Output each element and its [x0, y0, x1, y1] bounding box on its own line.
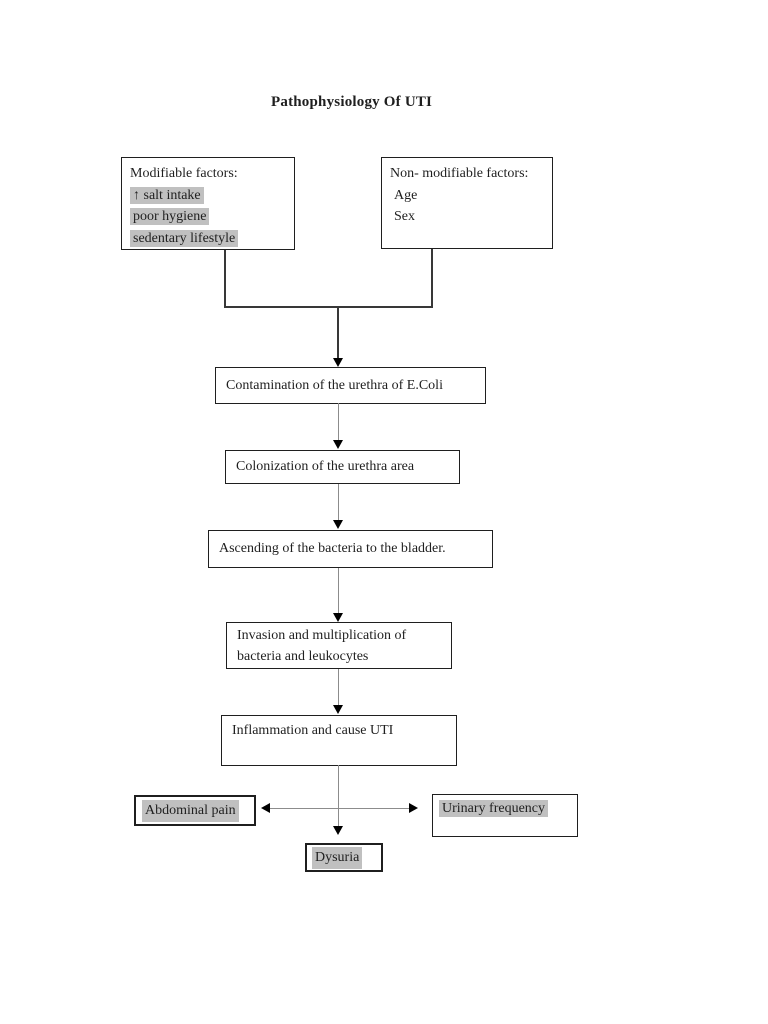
connector-merge-vertical [337, 308, 339, 359]
page-title: Pathophysiology Of UTI [271, 94, 433, 110]
connector-cross-vertical [338, 808, 339, 827]
outcome-dysuria: Dysuria [305, 843, 383, 872]
highlighted-text: Dysuria [312, 846, 363, 869]
highlighted-text: poor hygiene [130, 208, 210, 225]
connector-right-vertical [431, 249, 433, 308]
connector-step3-step4 [338, 568, 339, 613]
flow-step-colonization: Colonization of the urethra area [225, 450, 460, 484]
connector-step4-step5 [338, 669, 339, 705]
flow-step-contamination: Contamination of the urethra of E.Coli [215, 367, 486, 404]
outcome-urinary-frequency: Urinary frequency [432, 794, 578, 837]
modifiable-factors-heading: Modifiable factors: [130, 166, 238, 181]
connector-merge-horizontal [224, 306, 433, 308]
flow-step-label: Colonization of the urethra area [236, 459, 415, 474]
connector-step2-step3 [338, 484, 339, 520]
flow-step-inflammation: Inflammation and cause UTI [221, 715, 457, 766]
arrowhead-down-icon [333, 705, 343, 714]
arrowhead-down-icon [333, 613, 343, 622]
modifiable-factor-item: poor hygiene [130, 206, 286, 228]
flow-step-invasion: Invasion and multiplication of bacteria … [226, 622, 452, 669]
flow-step-label: Contamination of the urethra of E.Coli [226, 377, 443, 393]
flow-step-label-line1: Invasion and multiplication of [237, 628, 407, 643]
flow-step-ascending: Ascending of the bacteria to the bladder… [208, 530, 493, 568]
nonmodifiable-factor-item: Age [394, 187, 418, 203]
highlighted-text: Abdominal pain [142, 799, 239, 822]
flow-step-label: Inflammation and cause UTI [232, 723, 394, 738]
highlighted-text: Urinary frequency [439, 800, 549, 817]
connector-cross-horizontal [267, 808, 411, 809]
nonmodifiable-factors-box: Non- modifiable factors: Age Sex [381, 157, 553, 249]
arrowhead-down-icon [333, 358, 343, 367]
arrowhead-down-icon [333, 826, 343, 835]
connector-step5-cross [338, 765, 339, 808]
connector-step1-step2 [338, 403, 339, 441]
modifiable-factor-item: ↑ salt intake [130, 185, 286, 207]
connector-left-vertical [224, 250, 226, 308]
arrowhead-right-icon [409, 803, 418, 813]
nonmodifiable-factors-heading: Non- modifiable factors: [390, 166, 529, 181]
modifiable-factors-box: Modifiable factors: ↑ salt intake poor h… [121, 157, 295, 250]
outcome-abdominal-pain: Abdominal pain [134, 795, 256, 826]
highlighted-text: ↑ salt intake [130, 186, 204, 204]
nonmodifiable-factor-item: Sex [394, 209, 415, 224]
highlighted-text: sedentary lifestyle [130, 229, 239, 247]
arrowhead-down-icon [333, 440, 343, 449]
modifiable-factor-item: sedentary lifestyle [130, 228, 286, 250]
flow-step-label-line2: bacteria and leukocytes [237, 648, 369, 664]
arrowhead-down-icon [333, 520, 343, 529]
arrowhead-left-icon [261, 803, 270, 813]
flow-step-label: Ascending of the bacteria to the bladder… [219, 541, 446, 556]
